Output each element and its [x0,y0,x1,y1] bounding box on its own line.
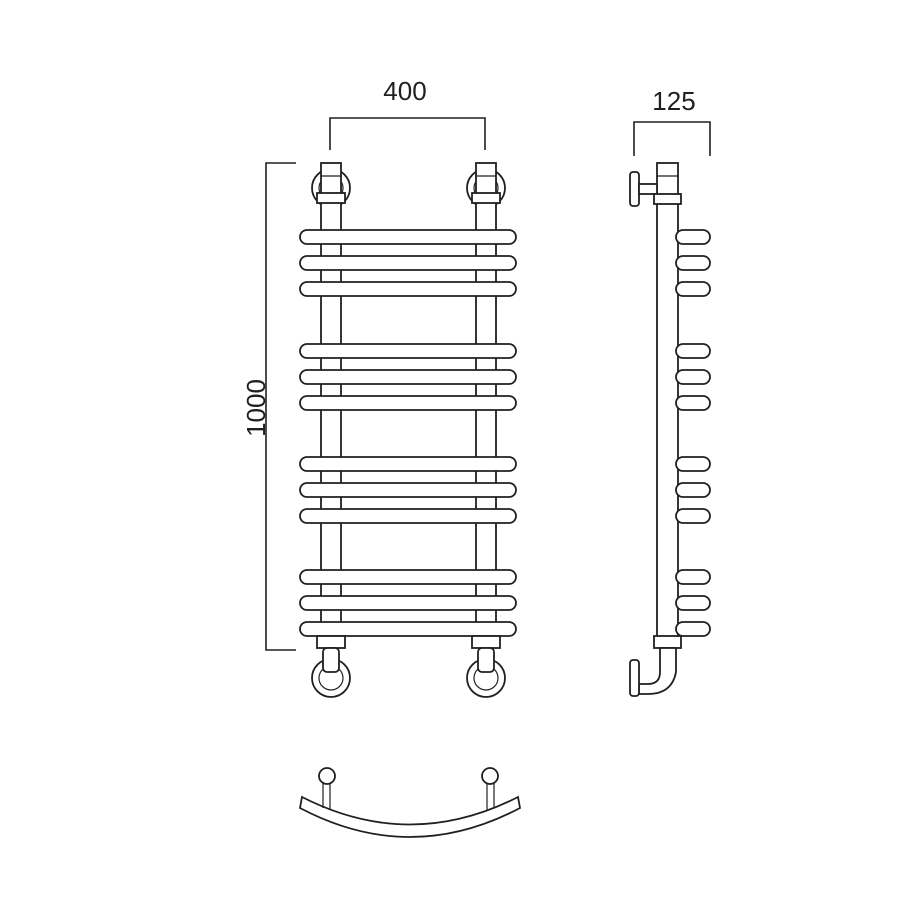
side-bar-end-11 [675,595,711,611]
side-bar-end-2 [675,255,711,271]
right-top-nut [471,192,501,204]
front-bar-9 [299,508,517,524]
front-bar-12 [299,621,517,637]
side-collector-pipe [656,162,679,642]
side-bar-end-3 [675,281,711,297]
side-bar-end-4 [675,343,711,359]
front-bar-2 [299,255,517,271]
front-bars [299,229,517,637]
front-bar-8 [299,482,517,498]
side-bars [675,229,711,637]
right-bottom-bracket [466,647,506,698]
front-bar-3 [299,281,517,297]
left-top-nut [316,192,346,204]
front-bar-4 [299,343,517,359]
side-bar-end-10 [675,569,711,585]
side-bar-end-7 [675,456,711,472]
width-dimension: 400 [329,76,486,150]
depth-dimension-line [633,121,711,156]
top-view [298,767,522,838]
width-dimension-line [329,117,486,150]
side-bar-end-6 [675,395,711,411]
front-bar-1 [299,229,517,245]
height-dimension: 1000 [241,162,296,651]
side-top-mount [629,171,682,207]
side-bottom-nut [653,635,682,649]
front-bar-5 [299,369,517,385]
side-bottom-elbow [629,647,677,697]
front-bar-7 [299,456,517,472]
top-view-right-knob [481,767,499,785]
side-view [629,162,711,697]
depth-dimension: 125 [633,86,711,156]
left-bottom-bracket [311,647,351,698]
height-dimension-label: 1000 [241,379,271,437]
left-bottom-nut [316,635,346,649]
side-bar-end-8 [675,482,711,498]
side-bar-end-1 [675,229,711,245]
front-bar-11 [299,595,517,611]
side-bar-end-5 [675,369,711,385]
side-bar-end-9 [675,508,711,524]
front-bar-6 [299,395,517,411]
front-view [299,162,517,698]
width-dimension-label: 400 [383,76,426,106]
top-view-arc [298,795,522,838]
top-view-left-knob [318,767,336,785]
front-bar-10 [299,569,517,585]
depth-dimension-label: 125 [652,86,695,116]
height-dimension-line [265,162,296,651]
side-bar-end-12 [675,621,711,637]
right-bottom-nut [471,635,501,649]
